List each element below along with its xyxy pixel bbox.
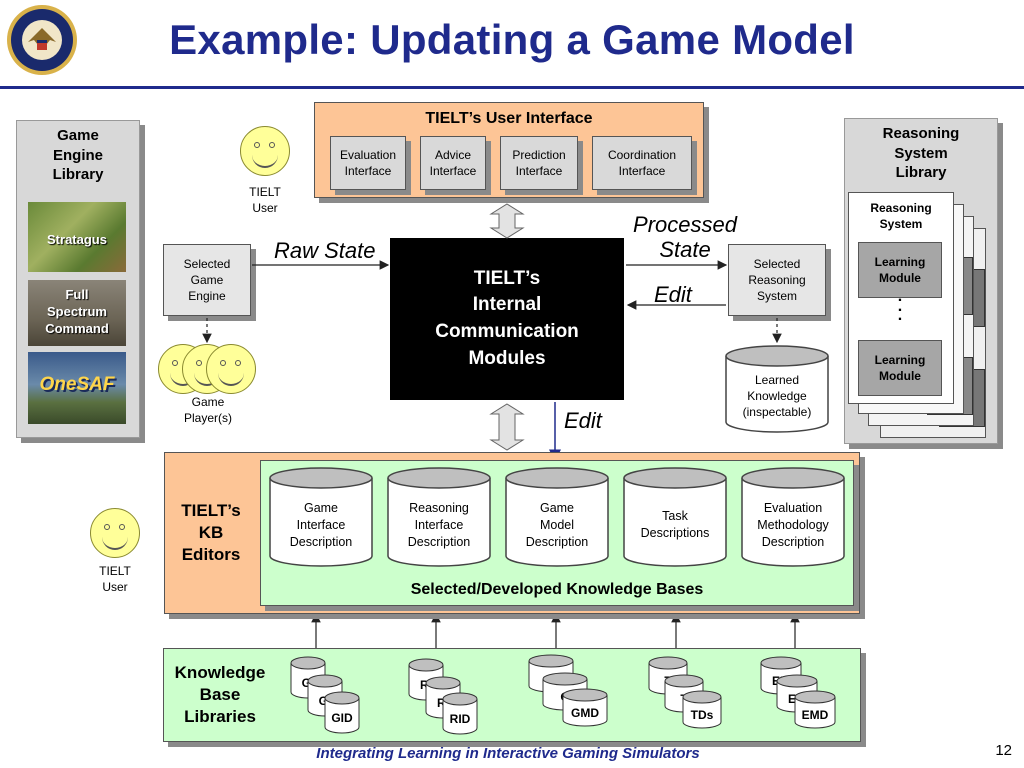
learning-module-1: Learning Module: [858, 242, 942, 298]
lib-group-tds: T T TDs: [648, 656, 738, 738]
onesaf-thumbnail: OneSAF: [28, 352, 126, 424]
lib-group-emd: EM EM EMD: [760, 656, 850, 738]
title-rule: [0, 86, 1024, 89]
game-engine-library-title: Game Engine Library: [52, 127, 104, 183]
page-number: 12: [995, 742, 1012, 759]
kb-game-model-label: Game Model Description: [525, 501, 589, 549]
learned-knowledge-label: Learned Knowledge (inspectable): [742, 373, 812, 420]
kb-cylinder-game-model: Game Model Description: [504, 466, 610, 568]
footer-caption: Integrating Learning in Interactive Gami…: [316, 745, 700, 762]
lib-group-rid: RI RI RID: [408, 658, 488, 738]
lib-tds-front: TDs: [690, 708, 714, 722]
game-players-label: Game Player(s): [183, 395, 232, 426]
logo-seal: [6, 4, 78, 76]
kb-cylinder-evaluation: Evaluation Methodology Description: [740, 466, 846, 568]
tielt-user-face-bottom: [90, 508, 140, 558]
knowledge-bases-caption: Selected/Developed Knowledge Bases: [410, 581, 704, 598]
prediction-interface-button[interactable]: Prediction Interface: [500, 136, 578, 190]
kb-reasoning-interface-label: Reasoning Interface Description: [407, 501, 471, 549]
edit-bottom-label: Edit: [564, 408, 602, 433]
learning-module-dots: . . .: [897, 288, 903, 325]
learned-knowledge-cylinder: Learned Knowledge (inspectable): [724, 344, 830, 434]
selected-reasoning-system-box: Selected Reasoning System: [728, 244, 826, 316]
advice-interface-button[interactable]: Advice Interface: [420, 136, 486, 190]
processed-state-label: Processed State: [633, 212, 737, 263]
page-title: Example: Updating a Game Model: [169, 16, 855, 63]
full-spectrum-command-label: Full Spectrum Command: [45, 287, 109, 336]
kb-task-label: Task Descriptions: [640, 509, 710, 540]
lib-gmd-front: GMD: [571, 706, 599, 720]
onesaf-label: OneSAF: [39, 374, 115, 395]
reasoning-library-title: Reasoning System Library: [882, 125, 960, 181]
kb-cylinder-reasoning-interface: Reasoning Interface Description: [386, 466, 492, 568]
kb-cylinder-task: Task Descriptions: [622, 466, 728, 568]
selected-game-engine-box: Selected Game Engine: [163, 244, 251, 316]
internal-communication-modules: TIELT’s Internal Communication Modules: [390, 238, 624, 400]
coordination-interface-button[interactable]: Coordination Interface: [592, 136, 692, 190]
kb-libraries-panel: [163, 648, 861, 742]
game-player-face-3: [206, 344, 256, 394]
kb-libraries-title: Knowledge Base Libraries: [174, 663, 266, 727]
kb-game-interface-label: Game Interface Description: [289, 501, 353, 549]
user-interface-title: TIELT’s User Interface: [425, 110, 593, 127]
kb-editors-label: TIELT’s KB Editors: [181, 501, 241, 565]
lib-gid-front: GID: [331, 711, 353, 725]
tielt-user-bottom-label: TIELT User: [99, 564, 131, 595]
tielt-user-top-label: TIELT User: [249, 185, 281, 216]
stratagus-thumbnail: Stratagus: [28, 202, 126, 272]
kb-evaluation-label: Evaluation Methodology Description: [757, 501, 829, 549]
lib-emd-front: EMD: [801, 708, 829, 722]
lib-group-gmd: G G GMD: [528, 654, 618, 738]
tielt-user-face-top: [240, 126, 290, 176]
learning-module-2: Learning Module: [858, 340, 942, 396]
reasoning-system-title: Reasoning System: [870, 201, 932, 232]
kb-cylinder-game-interface: Game Interface Description: [268, 466, 374, 568]
edit-right-label: Edit: [654, 282, 692, 307]
full-spectrum-command-thumbnail: Full Spectrum Command: [28, 280, 126, 346]
lib-rid-front: RID: [449, 712, 471, 726]
raw-state-label: Raw State: [274, 238, 376, 263]
evaluation-interface-button[interactable]: Evaluation Interface: [330, 136, 406, 190]
lib-group-gid: GI GI GID: [290, 656, 370, 736]
stratagus-label: Stratagus: [47, 232, 107, 247]
